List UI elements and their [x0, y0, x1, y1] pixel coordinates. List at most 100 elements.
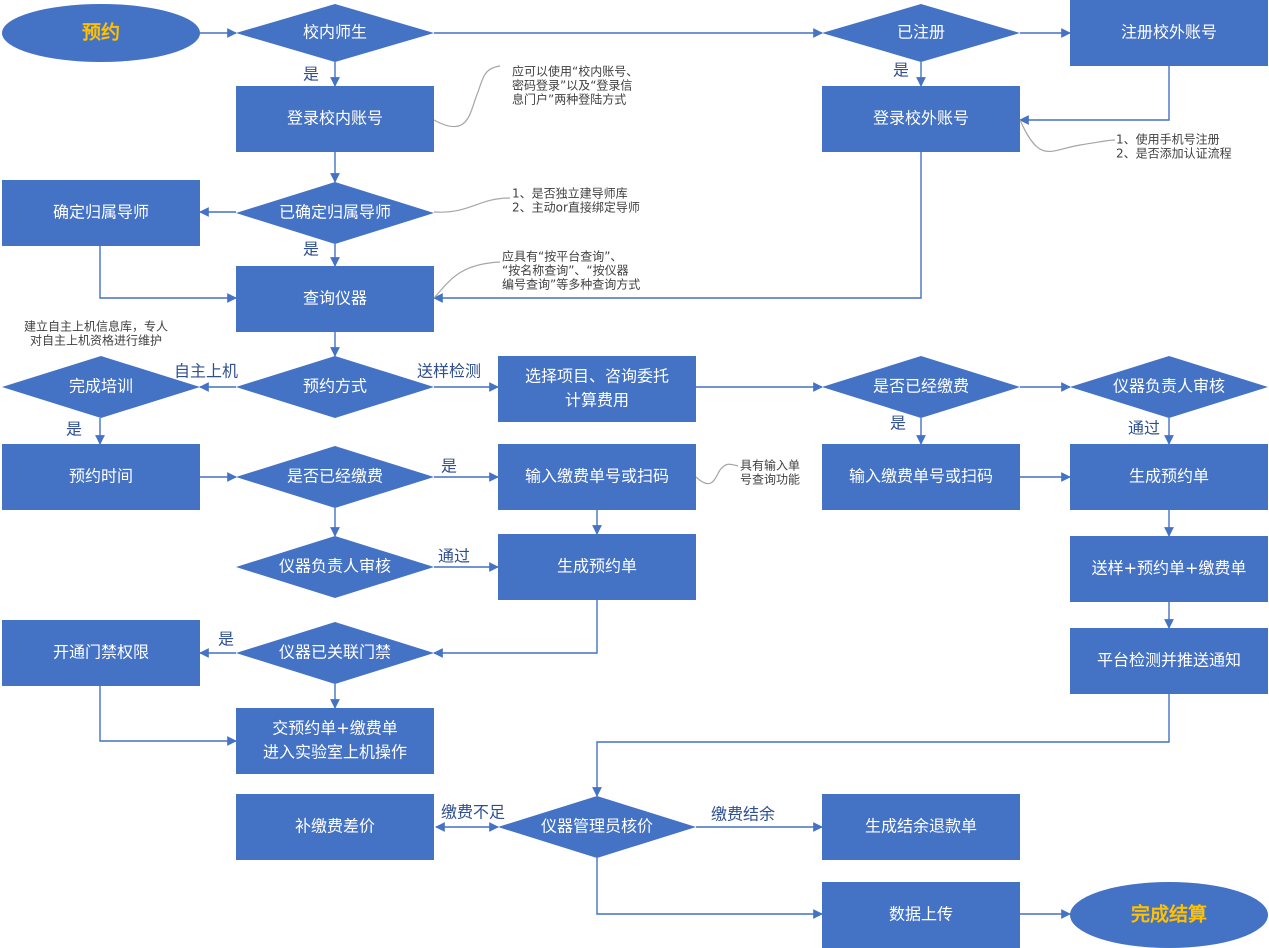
callout-line-4	[695, 463, 739, 485]
decision-diamond	[236, 356, 434, 418]
node-label: 数据上传	[889, 905, 953, 924]
process-box	[498, 534, 696, 600]
process-box	[2, 620, 200, 686]
node-access-linked: 仪器已关联门禁	[236, 622, 434, 684]
node-input-payment-mid: 输入缴费单号或扫码	[498, 444, 696, 510]
node-label: 输入缴费单号或扫码	[525, 467, 669, 486]
edge-label-send-test: 送样检测	[417, 362, 481, 381]
node-label: 预约时间	[69, 467, 133, 486]
node-send-sample: 送样+预约单+缴费单	[1070, 536, 1268, 602]
node-admin-verify: 仪器管理员核价	[498, 796, 696, 858]
node-label: 登录校内账号	[287, 109, 383, 128]
decision-diamond	[236, 446, 434, 508]
node-is-internal: 校内师生	[236, 4, 434, 62]
node-label: 完成培训	[69, 377, 133, 396]
process-box	[236, 86, 434, 152]
process-box	[498, 444, 696, 510]
decision-diamond	[236, 622, 434, 684]
node-label: 已确定归属导师	[279, 203, 391, 222]
node-label: 选择项目、咨询委托计算费用	[525, 367, 669, 410]
node-label: 生成预约单	[1129, 467, 1209, 486]
node-complete-training: 完成培训	[2, 356, 200, 418]
node-label: 确定归属导师	[53, 203, 149, 222]
edge-label-yes-paid-left: 是	[441, 457, 457, 476]
node-label: 输入缴费单号或扫码	[849, 467, 993, 486]
process-box	[1070, 628, 1268, 694]
edge-label-yes-paid-right: 是	[890, 414, 906, 433]
edge-31	[592, 694, 1170, 797]
process-box	[822, 444, 1020, 510]
edge-labels: 是是是自主上机送样检测是是通过是通过是缴费不足缴费结余	[66, 61, 1160, 824]
node-confirm-advisor: 确定归属导师	[2, 180, 200, 246]
node-advisor-confirmed: 已确定归属导师	[236, 182, 434, 244]
edge-label-underpaid: 缴费不足	[441, 803, 505, 822]
note-self-operate-db: 建立自主上机信息库，专人对自主上机资格进行维护	[24, 319, 168, 348]
node-register-external: 注册校外账号	[1070, 0, 1268, 66]
node-label: 平台检测并推送通知	[1097, 651, 1241, 670]
node-pay-difference: 补缴费差价	[236, 794, 434, 860]
node-input-payment-right: 输入缴费单号或扫码	[822, 444, 1020, 510]
callout-line-1	[1019, 119, 1116, 152]
callout-line-0	[433, 65, 501, 128]
node-label: 预约	[82, 21, 120, 44]
node-start: 预约	[2, 4, 200, 62]
node-end: 完成结算	[1070, 882, 1268, 948]
decision-diamond	[1070, 356, 1268, 418]
edge-label-yes-training: 是	[66, 420, 82, 439]
edge-5	[1019, 66, 1170, 125]
decision-diamond	[498, 796, 696, 858]
node-login-external: 登录校外账号	[822, 86, 1020, 152]
decision-diamond	[236, 536, 434, 598]
node-label: 注册校外账号	[1121, 23, 1217, 42]
process-box	[822, 794, 1020, 860]
callout-line-3	[433, 261, 501, 299]
process-box	[822, 882, 1020, 948]
decision-diamond	[236, 4, 434, 62]
edge-27	[433, 600, 598, 658]
process-box	[1070, 536, 1268, 602]
edge-33	[596, 858, 823, 919]
node-label: 预约方式	[303, 377, 367, 396]
node-select-items: 选择项目、咨询委托计算费用	[498, 356, 696, 422]
edge-label-yes-access: 是	[218, 630, 234, 649]
process-box	[1070, 0, 1268, 66]
node-label: 仪器负责人审核	[279, 557, 391, 576]
node-owner-review-right: 仪器负责人审核	[1070, 356, 1268, 418]
process-box	[236, 794, 434, 860]
node-label: 校内师生	[303, 23, 367, 42]
node-label: 送样+预约单+缴费单	[1092, 559, 1247, 578]
edge-label-overpaid: 缴费结余	[711, 805, 775, 824]
edge-label-yes-registered: 是	[893, 61, 909, 80]
node-label: 是否已经缴费	[287, 467, 383, 486]
terminal-ellipse	[1070, 882, 1268, 948]
node-query-instrument: 查询仪器	[236, 266, 434, 332]
edge-9	[99, 246, 237, 303]
process-box	[498, 356, 696, 422]
decision-diamond	[236, 182, 434, 244]
node-booking-time: 预约时间	[2, 444, 200, 510]
annotation-lines	[433, 65, 1116, 485]
note-login-methods: 应可以使用“校内账号、密码登录”以及“登录信息门户”两种登陆方式	[512, 64, 638, 107]
node-label: 登录校外账号	[873, 109, 969, 128]
edge-label-yes-advisor: 是	[303, 240, 319, 259]
edge-label-self-operate: 自主上机	[174, 362, 238, 381]
node-open-access: 开通门禁权限	[2, 620, 200, 686]
process-box	[1070, 444, 1268, 510]
process-box	[236, 708, 434, 774]
edge-label-passed-right: 通过	[1128, 419, 1160, 438]
node-label: 仪器已关联门禁	[279, 643, 391, 662]
node-label: 开通门禁权限	[53, 643, 149, 662]
edge-10	[433, 152, 922, 303]
node-label: 查询仪器	[303, 289, 367, 308]
node-label: 完成结算	[1131, 903, 1207, 926]
node-submit-lab: 交预约单+缴费单进入实验室上机操作	[236, 708, 434, 774]
node-label: 仪器管理员核价	[541, 817, 653, 836]
node-label: 已注册	[897, 23, 945, 42]
process-box	[2, 180, 200, 246]
edge-label-passed-left: 通过	[438, 547, 470, 566]
process-box	[2, 444, 200, 510]
node-generate-order-mid: 生成预约单	[498, 534, 696, 600]
